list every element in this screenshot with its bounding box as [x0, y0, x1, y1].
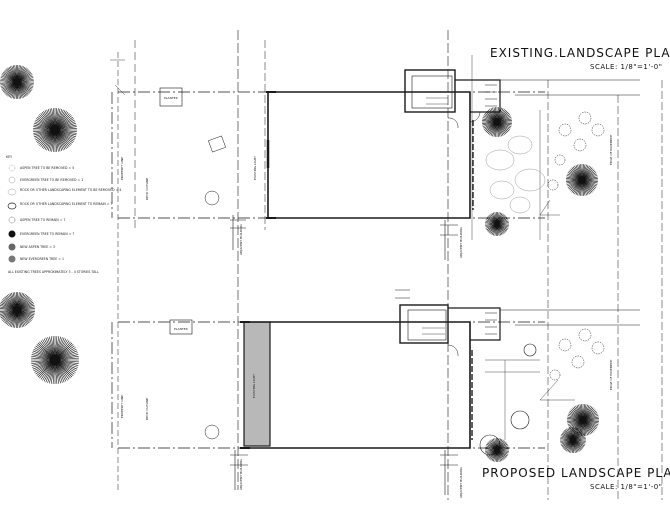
evergreen-tree-icon	[560, 426, 586, 454]
svg-text:PLANTER: PLANTER	[174, 327, 188, 331]
svg-text:ADJACENT BUILDING: ADJACENT BUILDING	[459, 467, 463, 498]
svg-text:EXISTING LIGHT: EXISTING LIGHT	[253, 156, 257, 180]
plan-tree-symbols	[482, 107, 599, 463]
legend-item-aspen-remain: ASPEN TREE TO REMAIN = 7	[8, 216, 65, 224]
svg-text:EVERGREEN TREE TO REMAIN = 7: EVERGREEN TREE TO REMAIN = 7	[20, 232, 74, 236]
svg-text:ASPEN TREE TO REMAIN = 7: ASPEN TREE TO REMAIN = 7	[20, 218, 65, 222]
svg-text:ADJACENT BUILDING: ADJACENT BUILDING	[459, 227, 463, 258]
proposed-plan-title: PROPOSED LANDSCAPE PLAN	[482, 466, 670, 480]
svg-text:ROCK OR OTHER LANDSCAPING ELEM: ROCK OR OTHER LANDSCAPING ELEMENT TO REM…	[20, 202, 113, 206]
evergreen-tree-icon	[482, 107, 512, 137]
tree-symbol-samples	[0, 64, 79, 384]
svg-text:ASPEN TREE TO BE REMOVED = 5: ASPEN TREE TO BE REMOVED = 5	[20, 166, 74, 170]
proposed-plan-scale: SCALE: 1/8"=1'-0"	[590, 483, 663, 491]
evergreen-tree-icon	[31, 336, 79, 384]
existing-plan-scale: SCALE: 1/8"=1'-0"	[590, 63, 663, 71]
plan-labels: PROPERTY LINE PROPERTY LINE PLANTER PLAN…	[120, 96, 613, 498]
svg-text:EDGE OF PAVEMENT: EDGE OF PAVEMENT	[609, 359, 613, 390]
svg-text:ADJACENT BUILDING: ADJACENT BUILDING	[239, 224, 243, 255]
svg-text:ADJACENT BUILDING: ADJACENT BUILDING	[239, 459, 243, 490]
evergreen-tree-icon	[567, 404, 599, 436]
svg-text:EDGE OF PAVEMENT: EDGE OF PAVEMENT	[609, 134, 613, 165]
svg-text:NEW ASPEN TREE = 3: NEW ASPEN TREE = 3	[20, 245, 55, 249]
svg-text:EXISTING LIGHT: EXISTING LIGHT	[252, 374, 256, 398]
evergreen-tree-icon	[0, 64, 34, 100]
evergreen-tree-icon	[485, 437, 509, 463]
proposed-addition-hatch	[243, 321, 271, 447]
svg-text:DECK OUTLINE: DECK OUTLINE	[145, 398, 149, 420]
evergreen-tree-icon	[0, 291, 35, 329]
legend-item-rock-remain: ROCK OR OTHER LANDSCAPING ELEMENT TO REM…	[7, 202, 113, 210]
legend-item-evergreen-remain: EVERGREEN TREE TO REMAIN = 7	[8, 230, 74, 238]
existing-plan	[110, 30, 663, 500]
legend-item-aspen-remove: ASPEN TREE TO BE REMOVED = 5	[8, 164, 74, 172]
svg-text:EVERGREEN TREE TO BE REMOVED =: EVERGREEN TREE TO BE REMOVED = 1	[20, 178, 83, 182]
legend-item-new-aspen: NEW ASPEN TREE = 3	[8, 243, 55, 251]
legend-item-rock-remove: ROCK OR OTHER LANDSCAPING ELEMENT TO BE …	[7, 188, 121, 196]
svg-text:PROPERTY LINE: PROPERTY LINE	[120, 157, 124, 180]
existing-plan-title: EXISTING.LANDSCAPE PLAN	[490, 46, 670, 60]
proposed-plan	[111, 289, 640, 495]
svg-text:NEW EVERGREEN TREE = 1: NEW EVERGREEN TREE = 1	[20, 257, 64, 261]
legend-heading: KEY	[6, 155, 12, 159]
svg-text:DECK OUTLINE: DECK OUTLINE	[145, 178, 149, 200]
legend: KEY ASPEN TREE TO BE REMOVED = 5 EVERGRE…	[6, 155, 121, 274]
evergreen-tree-icon	[33, 108, 77, 152]
legend-footnote: ALL EXISTING TREES APPROXIMATELY 3 - 4 S…	[8, 270, 99, 274]
svg-text:ROCK OR OTHER LANDSCAPING ELEM: ROCK OR OTHER LANDSCAPING ELEMENT TO BE …	[20, 188, 121, 192]
svg-text:PROPERTY LINE: PROPERTY LINE	[120, 395, 124, 418]
evergreen-tree-icon	[485, 211, 509, 237]
legend-item-new-evergreen: NEW EVERGREEN TREE = 1	[8, 255, 64, 263]
evergreen-tree-icon	[566, 164, 598, 196]
svg-text:PLANTER: PLANTER	[164, 96, 178, 100]
legend-item-evergreen-remove: EVERGREEN TREE TO BE REMOVED = 1	[8, 176, 83, 184]
